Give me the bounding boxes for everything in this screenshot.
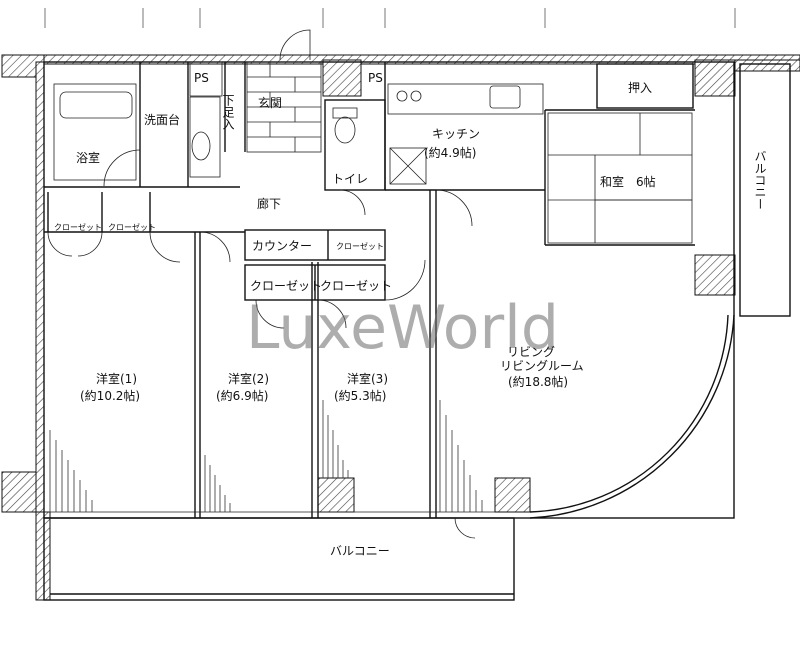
label-room1: 洋室(1)	[96, 371, 137, 386]
label-room2-size: (約6.9帖)	[216, 388, 268, 403]
label-washitsu: 和室 6帖	[600, 174, 656, 189]
door-swings	[47, 29, 476, 539]
outer-walls	[1, 54, 800, 601]
label-counter: カウンター	[252, 239, 312, 253]
label-closet-e: クローゼット	[320, 279, 392, 293]
label-kitchen-size: (約4.9帖)	[424, 145, 476, 160]
room-labels: 浴室 洗面台 PS PS 下足入 玄関 トイレ キッチン (約4.9帖) 押入 …	[54, 71, 767, 558]
interior-walls	[43, 61, 791, 601]
label-closet-d: クローゼット	[250, 279, 322, 293]
label-balcony: バルコニー	[330, 544, 390, 558]
window-hatching	[49, 400, 483, 512]
label-entrance: 玄関	[258, 95, 282, 110]
label-closet-push: 押入	[628, 81, 652, 95]
label-closet-a: クローゼット	[54, 222, 102, 232]
label-living-2: リビングルーム	[500, 359, 584, 373]
label-living-size: (約18.8帖)	[508, 374, 568, 389]
label-shoe-storage: 下足入	[221, 94, 235, 130]
label-side-balcony: バルコニー	[753, 150, 767, 210]
label-kitchen: キッチン	[432, 127, 480, 141]
watermark: LuxeWorld	[246, 293, 559, 363]
label-washstand: 洗面台	[144, 112, 180, 127]
label-room3-size: (約5.3帖)	[334, 388, 386, 403]
label-hallway: 廊下	[257, 196, 281, 211]
dimension-ticks	[44, 8, 736, 28]
label-closet-b: クローゼット	[108, 222, 156, 232]
label-toilet: トイレ	[332, 172, 368, 186]
label-living-1: リビング	[507, 345, 555, 359]
label-room3: 洋室(3)	[347, 371, 388, 386]
label-ps-2: PS	[368, 71, 383, 85]
label-closet-c: クローゼット	[336, 241, 384, 251]
label-room1-size: (約10.2帖)	[80, 388, 140, 403]
label-bath: 浴室	[76, 150, 100, 165]
label-ps-1: PS	[194, 71, 209, 85]
label-room2: 洋室(2)	[228, 371, 269, 386]
